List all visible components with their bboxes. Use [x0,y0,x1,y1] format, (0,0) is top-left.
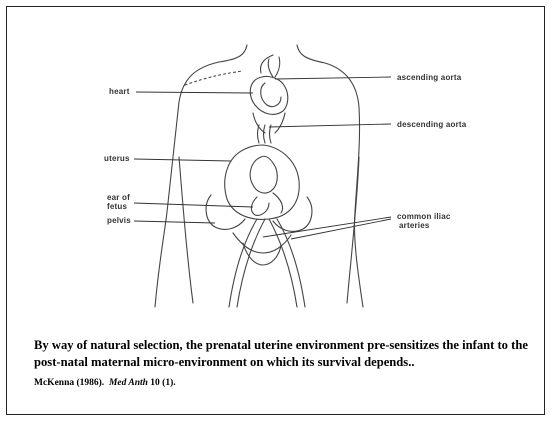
citation-journal: Med Anth [109,378,148,388]
pelvis-leader [134,221,215,223]
iliac-leader-1 [263,217,391,237]
heart-leader [136,92,253,93]
fetus-drawing [250,156,277,193]
label-uterus: uterus [104,154,130,163]
figure-frame: heart ascending aorta descending aorta u… [6,6,545,415]
heart-drawing [250,55,288,133]
citation-volume: 10 (1). [150,378,175,388]
uterus-leader [134,159,231,161]
citation-author-year: McKenna (1986). [34,378,104,388]
label-ear-of-fetus-line2: fetus [107,202,127,211]
iliac-leader-2 [291,219,391,239]
label-pelvis: pelvis [107,216,131,225]
descending-aorta-leader [269,124,391,127]
figure-caption: By way of natural selection, the prenata… [34,337,539,371]
label-heart: heart [109,87,130,96]
label-common-iliac-line2: arteries [399,221,430,230]
anatomy-illustration [7,7,546,327]
label-ascending-aorta: ascending aorta [397,73,461,82]
label-common-iliac-line1: common iliac [397,212,451,221]
label-ear-of-fetus-line1: ear of [107,193,130,202]
label-descending-aorta: descending aorta [397,120,466,129]
torso-outline [155,45,247,307]
ear-leader [134,203,253,207]
ascending-aorta-leader [275,77,391,79]
citation: McKenna (1986). Med Anth 10 (1). [34,378,176,388]
